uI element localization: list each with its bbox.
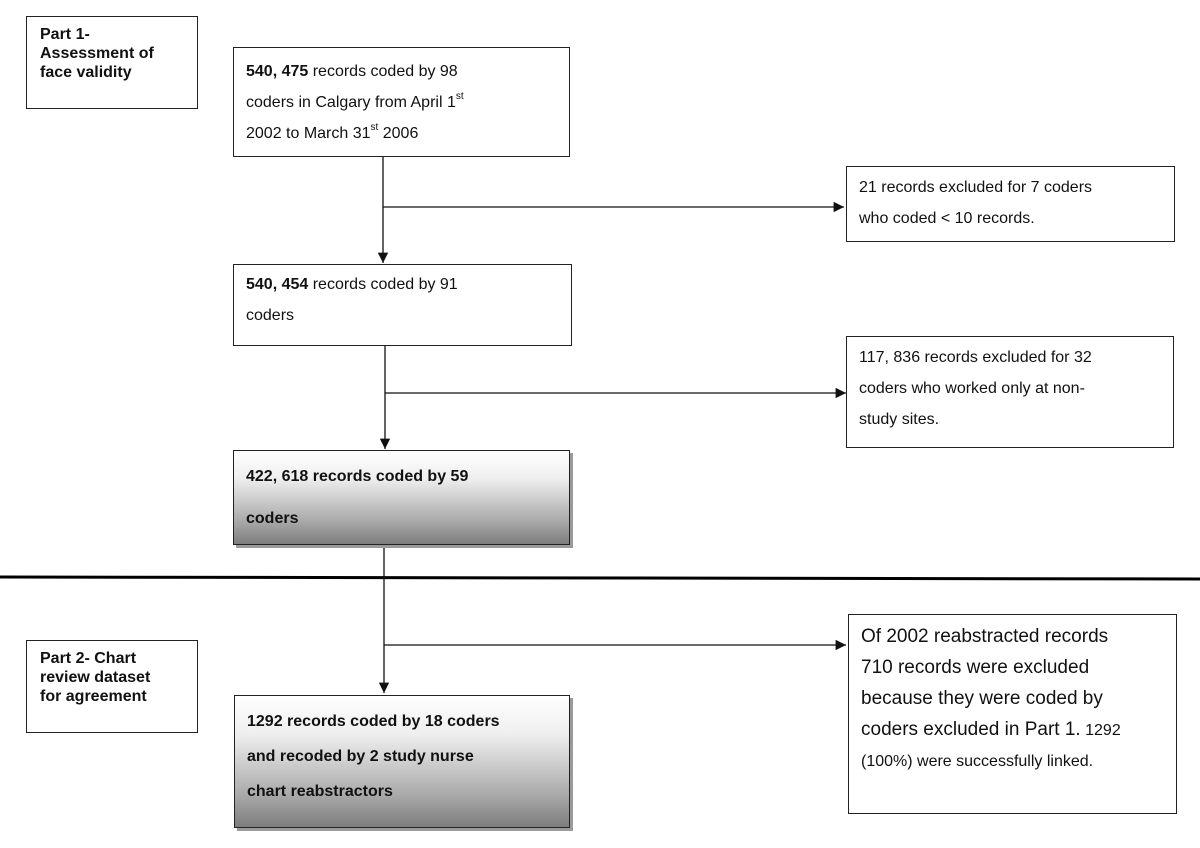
chart-review-text: 1292 records coded by 18 coders [247, 713, 500, 730]
initial-records-box: 540, 475 records coded by 98 coders in C… [233, 47, 570, 157]
part2-label-line: for agreement [40, 688, 147, 705]
exclusion-box-reabstracted: Of 2002 reabstracted records 710 records… [848, 614, 1177, 814]
part1-label-box: Part 1- Assessment of face validity [26, 16, 198, 109]
initial-records-text: records coded by 98 [308, 63, 458, 80]
part1-label-line: Part 1- [40, 26, 90, 43]
exclusion-text: who coded < 10 records. [859, 210, 1035, 227]
exclusion-text: study sites. [859, 411, 940, 428]
initial-records-text: 2002 to March 31 [246, 125, 371, 142]
exclusion-box-non-study-sites: 117, 836 records excluded for 32 coders … [846, 336, 1174, 448]
exclusion-text: 117, 836 records excluded for 32 [859, 349, 1092, 366]
ordinal-suffix: st [455, 91, 464, 102]
reabstracted-text: because they were coded by [861, 688, 1103, 709]
final-records-text: 422, 618 records coded by 59 [246, 468, 469, 485]
initial-records-text: 2006 [378, 125, 419, 142]
exclusion-box-few-records: 21 records excluded for 7 coders who cod… [846, 166, 1175, 242]
chart-review-text: chart reabstractors [247, 783, 393, 800]
initial-records-count: 540, 475 [246, 63, 309, 80]
part2-label-line: review dataset [40, 669, 151, 686]
part1-label-line: face validity [40, 64, 132, 81]
records-text: records coded by 91 [308, 276, 458, 293]
part2-label-line: Part 2- Chart [40, 650, 137, 667]
ordinal-suffix: st [370, 122, 379, 133]
part1-label-line: Assessment of [40, 45, 154, 62]
chart-review-records-box: 1292 records coded by 18 coders and reco… [234, 695, 570, 828]
part-divider-line [0, 575, 1200, 581]
final-part1-records-box: 422, 618 records coded by 59 coders [233, 450, 570, 545]
reabstracted-text: (100%) were successfully linked. [861, 753, 1094, 770]
exclusion-text: 21 records excluded for 7 coders [859, 179, 1093, 196]
initial-records-text: coders in Calgary from April 1 [246, 94, 456, 111]
reabstracted-text: 710 records were excluded [861, 657, 1090, 678]
records-count: 540, 454 [246, 276, 309, 293]
reabstracted-text: 1292 [1080, 722, 1121, 739]
records-after-exclusion1-box: 540, 454 records coded by 91 coders [233, 264, 572, 346]
part2-label-box: Part 2- Chart review dataset for agreeme… [26, 640, 198, 733]
chart-review-text: and recoded by 2 study nurse [247, 748, 474, 765]
reabstracted-text: coders excluded in Part 1. [861, 719, 1081, 740]
records-text: coders [246, 307, 295, 324]
exclusion-text: coders who worked only at non- [859, 380, 1085, 397]
final-records-text: coders [246, 510, 299, 527]
reabstracted-text: Of 2002 reabstracted records [861, 626, 1109, 647]
